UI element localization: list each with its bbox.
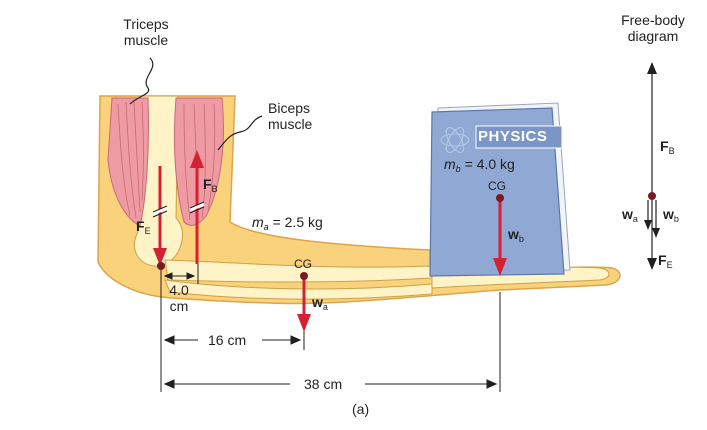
wa-label: wa [312,294,328,315]
biceps-label: Biceps muscle [268,100,312,132]
fb-label: FB [203,176,218,197]
caption: (a) [352,401,370,417]
fbd-title-line2: diagram [627,28,679,44]
triceps-label-line1: Triceps [123,16,169,32]
wb-subscript: b [518,234,524,244]
wb-label: wb [508,226,524,247]
fe-label: FE [136,218,151,239]
fbd-wa-subscript: a [632,214,638,224]
fb-arrow [190,150,204,264]
fb-symbol: F [203,176,212,192]
wb-symbol: w [508,226,519,242]
book-cg-label: CG [488,179,506,193]
fbd-wb-label: wb [663,206,679,227]
triceps-pointer [129,57,154,105]
fe-symbol: F [136,218,145,234]
book-mass-label: mb = 4.0 kg [444,156,515,177]
dist-16cm-label: 16 cm [208,332,247,348]
fbd-fe-subscript: E [666,260,673,270]
book-mass-value: = 4.0 kg [460,156,515,172]
fbd-wb-symbol: w [663,206,674,222]
arm-skin [97,95,621,305]
dist-4cm-line2: cm [169,298,189,314]
free-body-diagram [644,62,660,270]
arrow-break-marks [152,202,205,216]
fbd-fe-symbol: F [658,252,667,268]
wa-symbol: w [312,294,323,310]
arm-mass-subscript: a [263,222,269,232]
wa-arrow [297,276,311,332]
fbd-wa-symbol: w [622,206,633,222]
biceps-label-line2: muscle [268,116,313,132]
triceps-label-line2: muscle [123,32,169,48]
arm-mass-symbol: m [252,214,264,230]
fbd-fb-label: FB [660,138,675,159]
fbd-title-line1: Free-body [621,12,685,28]
dimension-lines [160,262,501,392]
fbd-fe-label: FE [658,252,673,273]
arm-cg-label: CG [294,257,312,271]
dist-38cm-label: 38 cm [304,376,343,392]
book [429,102,571,277]
book-title: PHYSICS [478,128,548,145]
triceps-muscle [107,97,150,227]
fbd-wa-label: wa [622,206,638,227]
book-cg-dot [496,194,504,202]
elbow-pivot-dot [157,262,165,270]
fbd-wb-subscript: b [673,214,679,224]
dist-4cm-line1: 4.0 [169,282,189,298]
fbd-fb-symbol: F [660,138,669,154]
dist-4cm-label: 4.0 cm [164,282,194,314]
book-mass-symbol: m [444,156,456,172]
fbd-title: Free-body diagram [608,12,698,44]
book-mass-subscript: b [455,164,461,174]
triceps-label: Triceps muscle [116,16,176,48]
fb-subscript: B [211,184,218,194]
fe-subscript: E [144,226,151,236]
biceps-label-line1: Biceps [268,100,311,116]
wb-arrow [493,198,507,276]
arm-mass-value: = 2.5 kg [268,214,323,230]
fbd-fb-subscript: B [668,146,675,156]
wa-subscript: a [322,302,328,312]
arm-mass-label: ma = 2.5 kg [252,214,323,235]
arm-cg-dot [300,272,308,280]
biceps-pointer [217,115,263,151]
